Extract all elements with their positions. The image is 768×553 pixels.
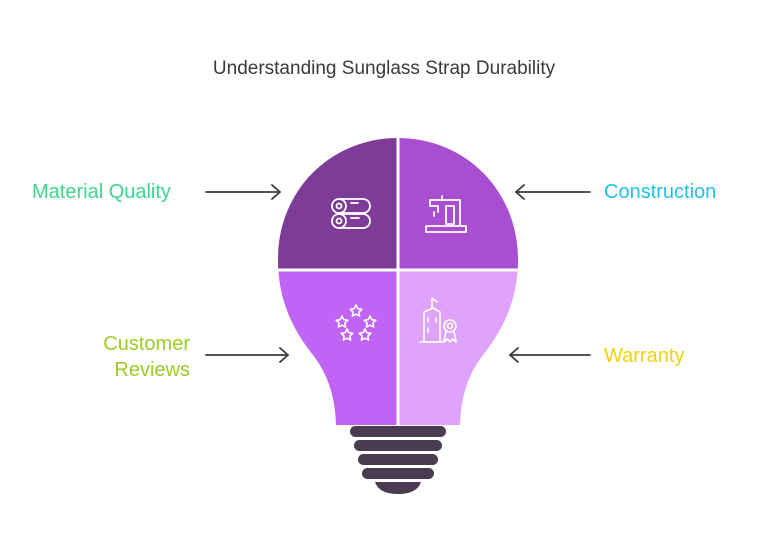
label-warranty: Warranty	[604, 345, 685, 367]
base-ring-1	[350, 426, 446, 437]
label-customer-reviews-line-2: Reviews	[114, 359, 190, 381]
sewing-machine-icon	[425, 195, 467, 233]
bulb-body	[278, 138, 518, 425]
bulb-base	[350, 426, 446, 494]
diagram-title: Understanding Sunglass Strap Durability	[212, 58, 556, 79]
quadrant-warranty	[398, 270, 518, 425]
arrow-construction	[515, 184, 591, 200]
base-ring-4	[362, 468, 434, 479]
base-ring-3	[358, 454, 438, 465]
quadrant-customer-reviews	[278, 270, 398, 425]
base-tip	[375, 482, 421, 494]
connector-arrows	[205, 184, 591, 363]
quadrant-construction	[398, 138, 518, 270]
arrow-material-quality	[205, 184, 281, 200]
arrow-customer-reviews	[205, 347, 289, 363]
arrow-warranty	[509, 347, 591, 363]
label-construction: Construction	[604, 181, 717, 203]
base-ring-2	[354, 440, 442, 451]
label-customer-reviews-line-1: Customer	[103, 333, 190, 355]
five-stars-icon	[335, 304, 377, 341]
certificate-badge-icon	[419, 297, 457, 343]
label-material-quality: Material Quality	[32, 181, 171, 203]
label-customer-reviews: Customer Reviews	[90, 331, 190, 383]
wood-logs-icon	[331, 198, 371, 229]
